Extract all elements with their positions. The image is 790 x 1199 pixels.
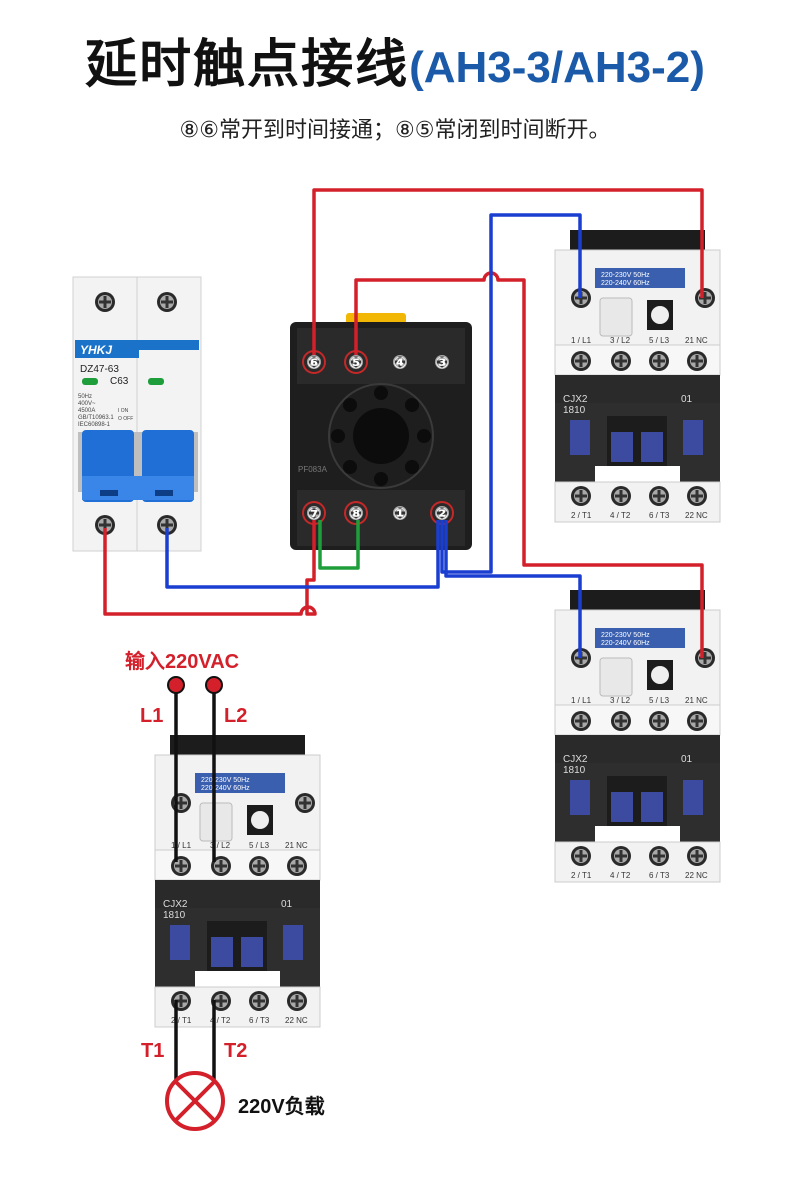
term-l2: 3 / L2	[610, 696, 631, 705]
term-l1: 1 / L1	[571, 696, 592, 705]
load-lamp-icon	[165, 1071, 225, 1131]
breaker-spec-3: 4500A	[78, 408, 95, 414]
relay-pin-5: ⑤	[349, 353, 363, 372]
contactor-model-num: 1810	[563, 765, 586, 776]
term-t2: 4 / T2	[610, 871, 631, 880]
label-l2: L2	[224, 705, 248, 727]
label-t1: T1	[141, 1040, 165, 1062]
contactor-model: CJX2	[563, 754, 588, 765]
breaker-model: DZ47-63	[80, 364, 119, 375]
contactor-aux: 01	[681, 394, 693, 405]
contactor-top: 220-230V 50Hz 220-240V 60Hz 1 / L1 3 / L…	[554, 229, 721, 523]
contactor-model: CJX2	[163, 899, 188, 910]
breaker-off-mark: O OFF	[118, 416, 133, 422]
contactor-model-num: 1810	[163, 910, 186, 921]
input-voltage-label: 输入220VAC	[125, 651, 240, 673]
breaker-spec-5: IEC60898-1	[78, 422, 111, 428]
term-t1: 2 / T1	[571, 511, 592, 520]
contactor-aux: 01	[281, 899, 293, 910]
title-model: (AH3-3/AH3-2)	[409, 43, 705, 92]
term-t3: 6 / T3	[249, 1016, 270, 1025]
wire-breaker-to-pin2	[165, 520, 440, 589]
term-21nc: 21 NC	[285, 841, 308, 850]
breaker-spec-4: GB/T10963.1	[78, 415, 114, 421]
contactor-coil-line1: 220-230V 50Hz	[601, 272, 650, 279]
label-t2: T2	[224, 1040, 248, 1062]
relay-top-pins: ⑥ ⑤ ④ ③	[302, 350, 452, 374]
relay-socket: PF083A ⑥ ⑤ ④ ③ ⑦ ⑧ ① ②	[290, 313, 472, 550]
input-terminal-l2	[205, 676, 223, 694]
breaker-on-mark: I ON	[118, 408, 129, 414]
contactor-coil-line1: 220-230V 50Hz	[601, 632, 650, 639]
relay-pin-8: ⑧	[349, 504, 363, 523]
term-t2: 4 / T2	[610, 511, 631, 520]
wire-breaker-to-pin7	[103, 520, 317, 616]
contactor-middle: 220-230V 50Hz 220-240V 60Hz 1 / L1 3 / L…	[554, 589, 721, 883]
term-22nc: 22 NC	[685, 871, 708, 880]
term-l1: 1 / L1	[171, 841, 192, 850]
term-21nc: 21 NC	[685, 336, 708, 345]
wire-pin2-to-contactor2	[444, 520, 582, 658]
contactor-model-num: 1810	[563, 405, 586, 416]
relay-pin-1: ①	[393, 504, 407, 523]
term-l3: 5 / L3	[649, 336, 670, 345]
subtitle: ⑧⑥常开到时间接通；⑧⑤常闭到时间断开。	[179, 118, 611, 143]
relay-bottom-pins: ⑦ ⑧ ① ②	[302, 501, 454, 525]
breaker-spec-1: 50Hz	[78, 394, 92, 400]
relay-pin-3: ③	[435, 353, 449, 372]
circuit-breaker: YHKJ DZ47-63 C63 50Hz 400V~ 4500A GB/T10…	[72, 276, 202, 552]
term-21nc: 21 NC	[685, 696, 708, 705]
wires	[103, 188, 704, 1085]
term-l3: 5 / L3	[649, 696, 670, 705]
contactor-coil-line1: 220-230V 50Hz	[201, 777, 250, 784]
term-t1: 2 / T1	[171, 1016, 192, 1025]
wire-bridge-7-8	[318, 520, 360, 570]
term-t3: 6 / T3	[649, 871, 670, 880]
term-l3: 5 / L3	[249, 841, 270, 850]
breaker-brand: YHKJ	[80, 343, 112, 357]
wire-pin2-to-contactor1	[440, 213, 582, 574]
relay-pin-7: ⑦	[307, 504, 321, 523]
term-l2: 3 / L2	[610, 336, 631, 345]
relay-pin-2: ②	[435, 504, 449, 523]
term-l2: 3 / L2	[210, 841, 231, 850]
term-t2: 4 / T2	[210, 1016, 231, 1025]
title-chinese: 延时触点接线	[85, 35, 410, 95]
contactor-coil-line2: 220-240V 60Hz	[201, 785, 250, 792]
relay-pin-6: ⑥	[307, 353, 321, 372]
contactor-coil-line2: 220-240V 60Hz	[601, 640, 650, 647]
term-t3: 6 / T3	[649, 511, 670, 520]
term-t1: 2 / T1	[571, 871, 592, 880]
page-title: 延时触点接线(AH3-3/AH3-2)	[0, 22, 790, 97]
relay-pin-4: ④	[393, 353, 407, 372]
load-label: 220V负载	[238, 1096, 325, 1118]
contactor-aux: 01	[681, 754, 693, 765]
term-l1: 1 / L1	[571, 336, 592, 345]
term-22nc: 22 NC	[685, 511, 708, 520]
input-terminal-l1	[167, 676, 185, 694]
breaker-rating: C63	[110, 376, 129, 387]
wire-pin5-to-contactor2	[354, 271, 704, 658]
contactor-coil-line2: 220-240V 60Hz	[601, 280, 650, 287]
breaker-spec-2: 400V~	[78, 401, 96, 407]
label-l1: L1	[140, 705, 164, 727]
contactor-load: 220-230V 50Hz 220-240V 60Hz 1 / L1 3 / L…	[154, 734, 321, 1028]
term-22nc: 22 NC	[285, 1016, 308, 1025]
relay-body-text: PF083A	[298, 465, 328, 474]
contactor-model: CJX2	[563, 394, 588, 405]
wire-pin6-to-contactor1	[312, 188, 704, 355]
